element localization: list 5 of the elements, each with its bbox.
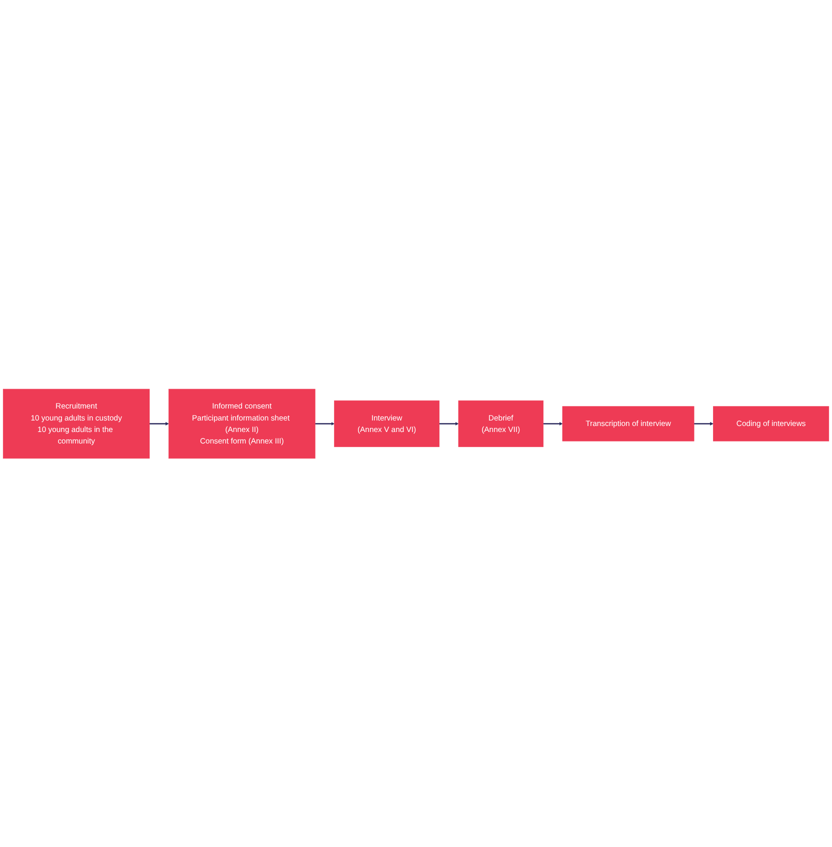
arrow xyxy=(543,422,563,426)
arrow xyxy=(694,422,714,426)
arrow xyxy=(315,422,334,426)
arrow xyxy=(439,422,459,426)
arrow xyxy=(150,422,169,426)
